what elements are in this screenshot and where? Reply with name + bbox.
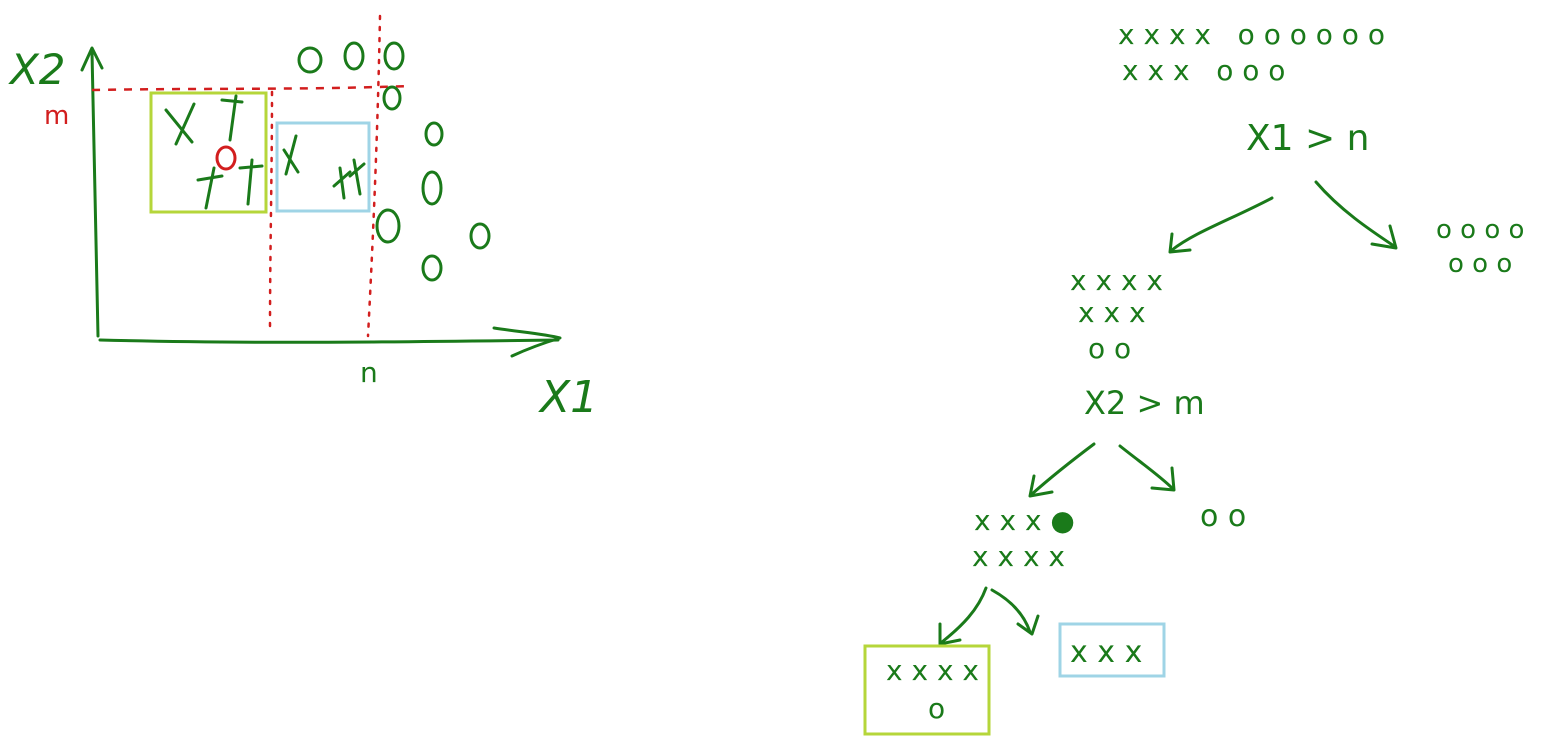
x-axis-label: X1	[538, 372, 598, 423]
right-leaf-row2: o o o	[1448, 249, 1512, 279]
point-o	[421, 170, 443, 206]
x-threshold-label: n	[360, 356, 378, 389]
point-o	[424, 121, 444, 147]
left-node-row2: x x x	[1078, 296, 1146, 329]
left-node-row3: o o	[1088, 332, 1131, 365]
feature-space-plot: X2 X1 m n	[8, 14, 598, 423]
left-node-row1: x x x x	[1070, 264, 1163, 297]
right-leaf-row1: o o o o	[1436, 215, 1524, 245]
second-left-node-row2: x x x x	[972, 540, 1065, 573]
point-o	[375, 208, 401, 244]
bottom-left-leaf-box	[863, 644, 991, 736]
root-split-label: X1 > n	[1246, 118, 1369, 159]
point-o	[469, 222, 491, 250]
root-right-arrow	[1314, 180, 1396, 248]
y-threshold-line	[91, 84, 411, 92]
bottom-left-arrowhead	[938, 622, 962, 646]
bottom-left-leaf-row1: x x x x	[886, 654, 979, 687]
bottom-right-arrowhead	[1016, 614, 1040, 636]
y-axis-arrowhead	[80, 46, 104, 72]
point-o	[383, 41, 405, 71]
point-x	[348, 158, 366, 196]
root-right-arrowhead	[1370, 224, 1398, 250]
point-x	[238, 158, 264, 206]
bottom-left-arrow	[940, 586, 988, 644]
right-region-box	[275, 121, 371, 213]
root-node-row1: x x x x o o o o o o	[1118, 18, 1385, 51]
second-left-arrow	[1030, 442, 1096, 496]
decision-tree: x x x x o o o o o o x x x o o o X1 > n o…	[863, 18, 1524, 736]
point-x	[196, 166, 224, 210]
bottom-right-leaf-row1: x x x	[1070, 635, 1142, 670]
point-x	[164, 102, 196, 146]
left-region-box	[149, 91, 268, 214]
bottom-right-arrow	[990, 588, 1032, 634]
root-left-arrowhead	[1168, 232, 1192, 254]
second-right-arrow	[1118, 444, 1174, 490]
x-threshold-line	[366, 14, 382, 338]
y-axis-label: X2	[8, 45, 66, 94]
point-x	[220, 94, 244, 142]
second-left-arrowhead	[1028, 474, 1054, 498]
misclassified-point-o	[215, 145, 237, 171]
point-x	[332, 166, 352, 200]
point-o	[343, 41, 365, 71]
second-left-node-row1: x x x ●	[974, 504, 1075, 537]
second-right-leaf-row1: o o	[1200, 499, 1246, 534]
point-o	[297, 46, 323, 74]
inner-threshold-line	[268, 90, 274, 332]
root-left-arrow	[1170, 196, 1274, 252]
bottom-left-leaf-row2: o	[928, 692, 945, 725]
y-threshold-label: m	[44, 101, 69, 131]
point-x	[282, 134, 300, 176]
x-axis-arrowhead	[492, 326, 562, 358]
second-split-label: X2 > m	[1084, 384, 1205, 422]
point-o	[382, 85, 402, 111]
bottom-right-leaf-box	[1058, 622, 1166, 678]
x-axis	[98, 338, 560, 344]
point-o	[421, 254, 443, 282]
y-axis	[90, 50, 100, 338]
second-right-arrowhead	[1150, 466, 1176, 492]
root-node-row2: x x x o o o	[1122, 54, 1285, 87]
